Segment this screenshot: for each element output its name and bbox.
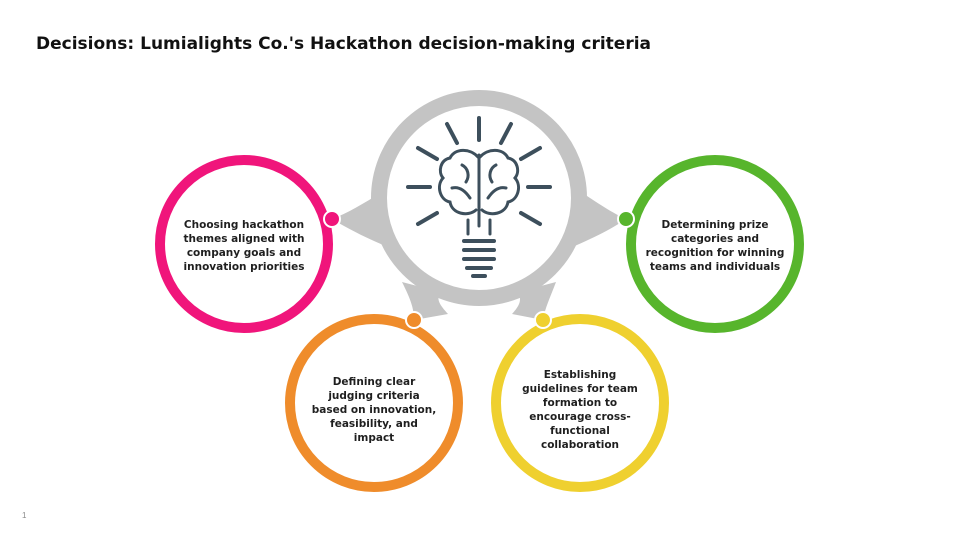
criterion-teams-text: Establishing guidelines for team formati…: [522, 369, 638, 451]
criterion-prizes-text: Determining prize categories and recogni…: [645, 219, 785, 273]
circle-ring-themes: [155, 155, 333, 333]
circle-ring-teams: [491, 314, 669, 492]
criterion-judging-text: Defining clear judging criteria based on…: [311, 376, 437, 444]
circle-ring-prizes: [626, 155, 804, 333]
slide-title: Decisions: Lumialights Co.'s Hackathon d…: [36, 34, 652, 54]
connector-dot-judging: [405, 311, 423, 329]
brain-lightbulb-icon: [406, 116, 552, 278]
connector-dot-teams: [534, 311, 552, 329]
connector-dot-prizes: [617, 210, 635, 228]
circle-ring-judging: [285, 314, 463, 492]
slide-number: 1: [22, 511, 27, 520]
connector-dot-themes: [323, 210, 341, 228]
criterion-themes-text: Choosing hackathon themes aligned with c…: [183, 219, 305, 273]
